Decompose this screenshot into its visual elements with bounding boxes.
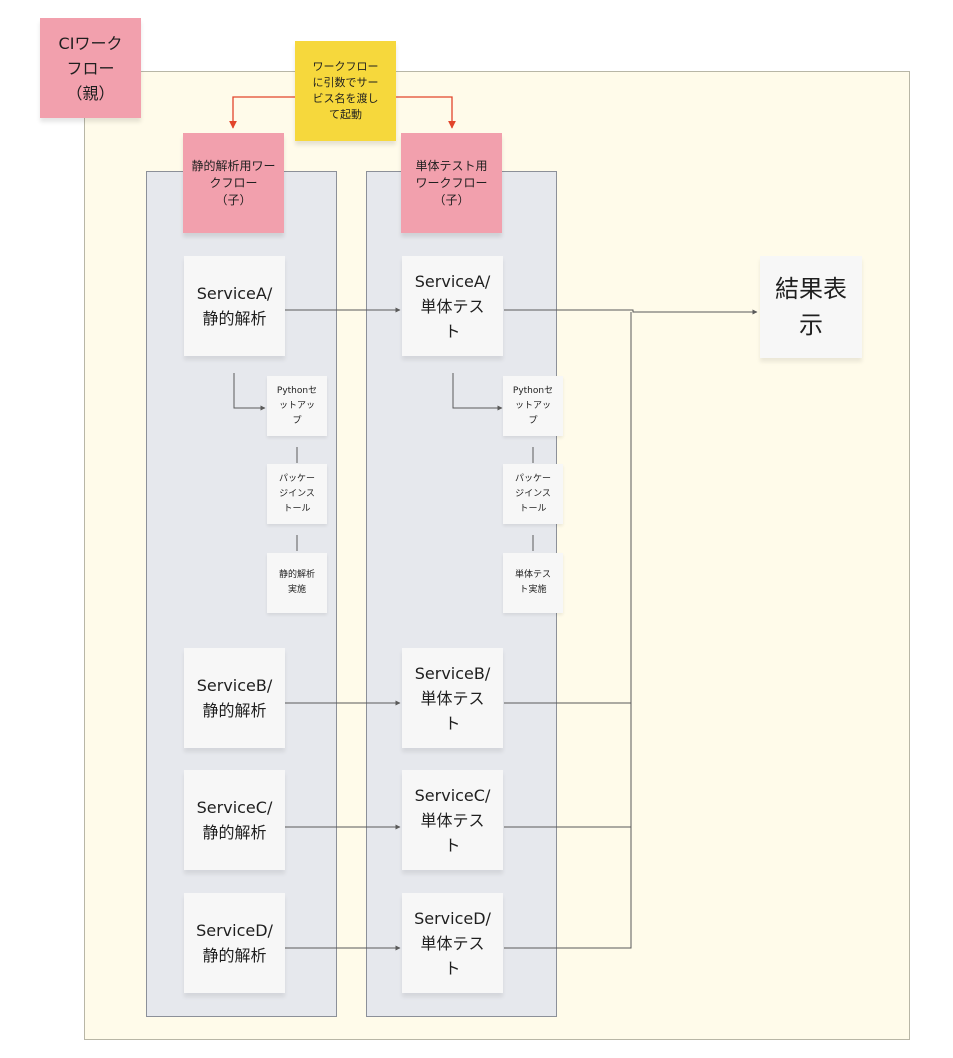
test-lane-header-sticky[interactable]: 単体テスト用 ワークフロー （子） <box>401 133 502 233</box>
test-step-connector <box>452 373 503 411</box>
static-step-package-install[interactable]: パッケー ジインス トール <box>267 464 327 524</box>
service-b-static-card[interactable]: ServiceB/ 静的解析 <box>184 648 285 748</box>
service-d-static-card[interactable]: ServiceD/ 静的解析 <box>184 893 285 993</box>
service-b-test-card[interactable]: ServiceB/ 単体テス ト <box>402 648 503 748</box>
static-step-python-setup[interactable]: Pythonセ ットアッ プ <box>267 376 327 436</box>
result-display-card[interactable]: 結果表 示 <box>760 256 862 358</box>
trigger-arrow-static <box>229 96 295 129</box>
service-c-test-card[interactable]: ServiceC/ 単体テス ト <box>402 770 503 870</box>
parent-workflow-sticky[interactable]: CIワーク フロー （親） <box>40 18 141 118</box>
trigger-note-sticky[interactable]: ワークフロー に引数でサー ビス名を渡し て起動 <box>295 41 396 141</box>
arrow-a-test-to-result <box>504 309 758 315</box>
service-d-test-card[interactable]: ServiceD/ 単体テス ト <box>402 893 503 993</box>
service-a-static-card[interactable]: ServiceA/ 静的解析 <box>184 256 285 356</box>
service-a-test-card[interactable]: ServiceA/ 単体テス ト <box>402 256 503 356</box>
service-c-static-card[interactable]: ServiceC/ 静的解析 <box>184 770 285 870</box>
test-step-run-tests[interactable]: 単体テス ト実施 <box>503 553 563 613</box>
static-step-run-analysis[interactable]: 静的解析 実施 <box>267 553 327 613</box>
arrow-c-test-to-result <box>504 703 632 828</box>
trigger-arrow-test <box>396 96 456 129</box>
test-step-python-setup[interactable]: Pythonセ ットアッ プ <box>503 376 563 436</box>
arrow-d-test-to-result <box>504 827 632 949</box>
static-lane-header-sticky[interactable]: 静的解析用ワー クフロー （子） <box>183 133 284 233</box>
static-step-connector <box>233 373 266 411</box>
test-step-package-install[interactable]: パッケー ジインス トール <box>503 464 563 524</box>
